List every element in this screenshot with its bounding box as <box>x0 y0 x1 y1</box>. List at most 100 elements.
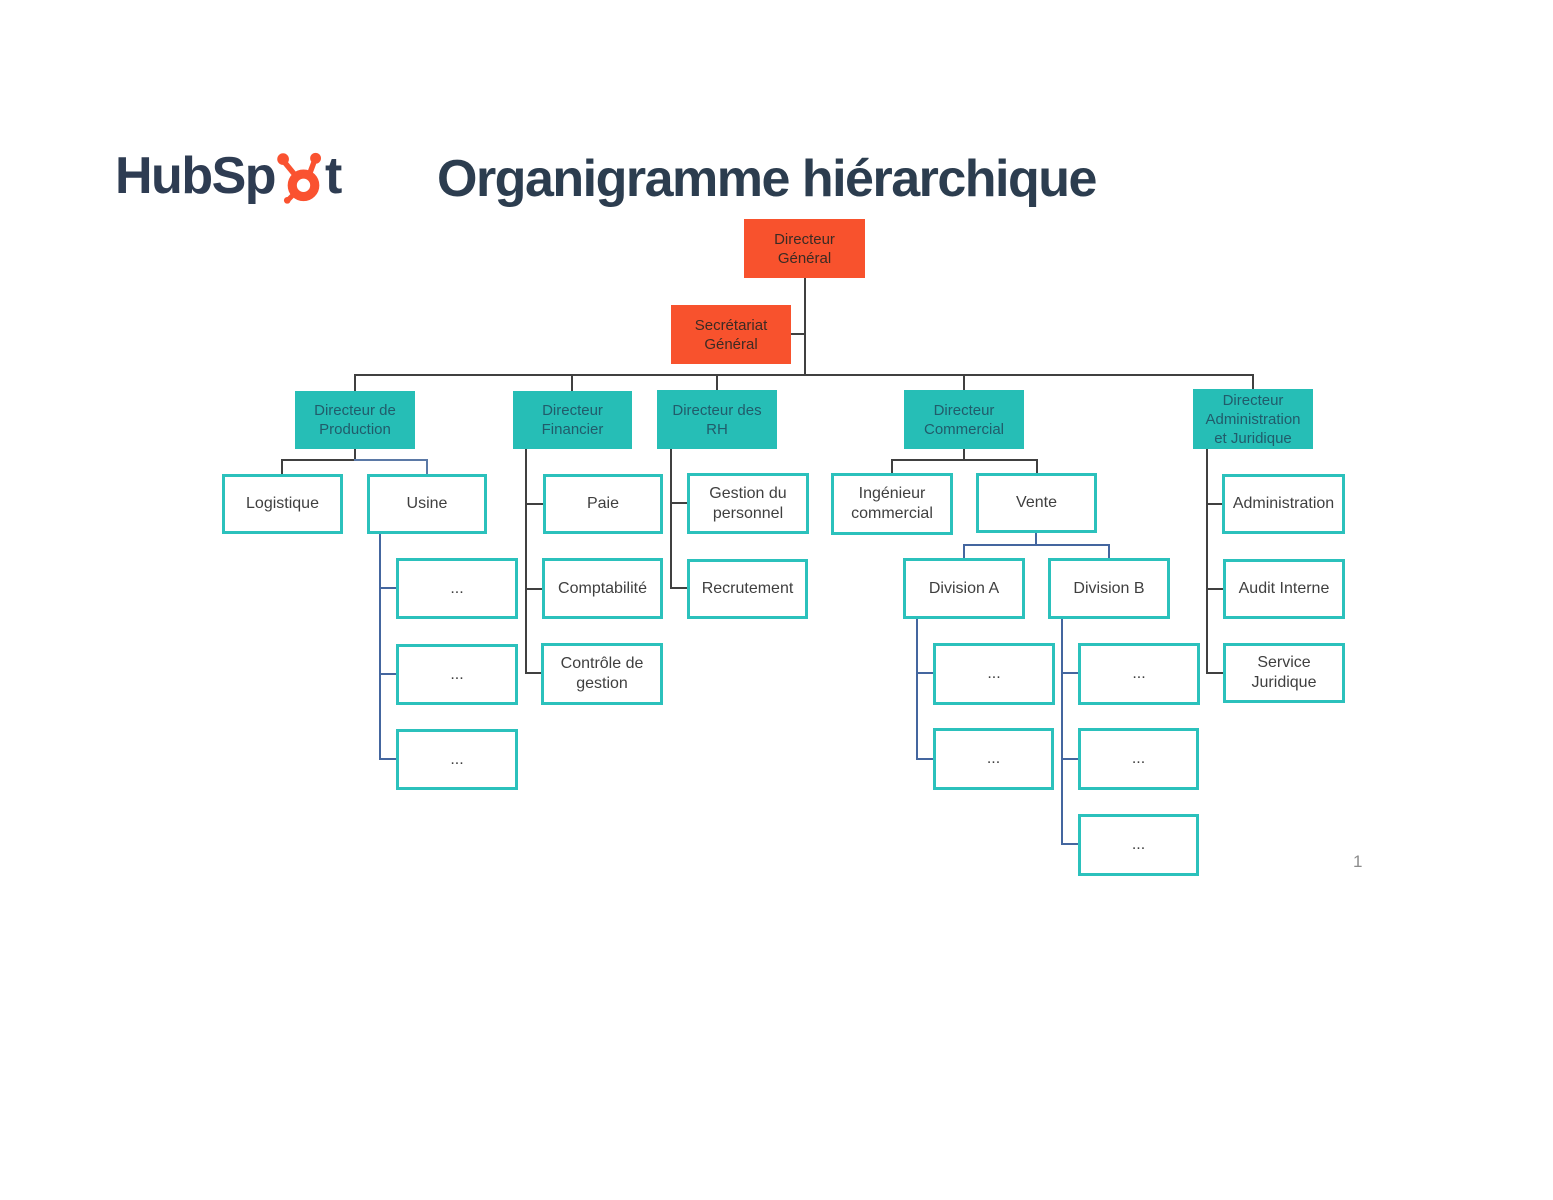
node-label: Contrôle de gestion <box>560 655 644 692</box>
node-usine: Usine <box>367 474 487 534</box>
node-division-b-child-1: ... <box>1078 643 1200 705</box>
node-division-b-child-3: ... <box>1078 814 1199 876</box>
connector-usine-trunk <box>379 534 381 760</box>
connector-drop-logistique <box>281 459 283 474</box>
connector-dg-trunk <box>804 278 806 376</box>
node-label: Comptabilité <box>558 579 647 597</box>
node-label: ... <box>987 665 1001 682</box>
connector-vente-trunk <box>1035 533 1037 546</box>
node-label: Division B <box>1073 579 1145 597</box>
node-label: Vente <box>1016 494 1057 511</box>
node-label: Recrutement <box>701 580 794 597</box>
node-division-a-child-1: ... <box>933 643 1055 705</box>
node-label: Directeur de Production <box>314 402 396 438</box>
node-label: Audit Interne <box>1238 580 1330 597</box>
connector-drop-division-a <box>963 544 965 558</box>
node-directeur-rh: Directeur des RH <box>657 390 777 449</box>
node-directeur-financier: Directeur Financier <box>513 391 632 449</box>
connector-stub-div-a-1 <box>916 672 933 674</box>
logo-text-suffix: t <box>325 147 342 205</box>
node-label: ... <box>450 665 464 683</box>
node-label: Service Juridique <box>1251 654 1317 691</box>
node-label: Paie <box>586 495 620 512</box>
node-usine-child-3: ... <box>396 729 518 790</box>
connector-admin-trunk <box>1206 449 1208 674</box>
connector-production-trunk <box>354 449 356 461</box>
connector-level1-bus <box>354 374 1254 376</box>
page-title: Organigramme hiérarchique <box>437 150 1097 208</box>
logo-text-prefix: HubSp <box>115 147 277 205</box>
node-label: Division A <box>928 579 1000 597</box>
node-vente: Vente <box>976 473 1097 533</box>
connector-financier-trunk <box>525 449 527 674</box>
connector-commercial-bus <box>891 459 1038 461</box>
connector-stub-audit <box>1206 588 1223 590</box>
hubspot-logo: HubSp t <box>115 146 342 212</box>
connector-stub-usine-1 <box>379 587 396 589</box>
node-service-juridique: Service Juridique <box>1223 643 1345 703</box>
node-usine-child-2: ... <box>396 644 518 705</box>
node-label: ... <box>450 750 464 768</box>
node-division-a-child-2: ... <box>933 728 1054 790</box>
node-directeur-commercial: Directeur Commercial <box>904 390 1024 449</box>
connector-stub-usine-2 <box>379 673 396 675</box>
connector-drop-division-b <box>1108 544 1110 558</box>
node-label: Directeur Général <box>774 230 835 267</box>
node-directeur-admin-juridique: Directeur Administration et Juridique <box>1193 389 1313 449</box>
connector-division-a-trunk <box>916 619 918 760</box>
connector-stub-div-b-2 <box>1061 758 1078 760</box>
node-label: Usine <box>406 495 448 512</box>
node-label: ... <box>1131 750 1146 767</box>
connector-stub-gestion <box>670 502 687 504</box>
node-division-a: Division A <box>903 558 1025 619</box>
node-label: Ingénieur commercial <box>851 485 933 522</box>
node-label: ... <box>1131 836 1146 853</box>
connector-stub-paie <box>525 503 543 505</box>
connector-drop-commercial <box>963 374 965 390</box>
node-label: Logistique <box>246 495 319 512</box>
connector-stub-div-b-3 <box>1061 843 1078 845</box>
connector-stub-div-b-1 <box>1061 672 1078 674</box>
node-division-b-child-2: ... <box>1078 728 1199 790</box>
node-ingenieur-commercial: Ingénieur commercial <box>831 473 953 535</box>
connector-production-bus-left <box>281 459 356 461</box>
connector-sg-stub <box>791 333 805 335</box>
node-directeur-general: Directeur Général <box>744 219 865 278</box>
node-paie: Paie <box>543 474 663 534</box>
node-controle-gestion: Contrôle de gestion <box>541 643 663 705</box>
connector-vente-bus <box>963 544 1110 546</box>
connector-commercial-trunk <box>963 449 965 461</box>
connector-stub-usine-3 <box>379 758 396 760</box>
connector-drop-rh <box>716 374 718 390</box>
page-number: 1 <box>1353 852 1363 871</box>
connector-stub-div-a-2 <box>916 758 933 760</box>
connector-drop-financier <box>571 374 573 391</box>
node-comptabilite: Comptabilité <box>542 558 663 619</box>
node-recrutement: Recrutement <box>687 559 808 619</box>
node-audit-interne: Audit Interne <box>1223 559 1345 619</box>
connector-rh-trunk <box>670 449 672 589</box>
node-administration: Administration <box>1222 474 1345 534</box>
node-usine-child-1: ... <box>396 558 518 619</box>
node-label: ... <box>986 750 1001 767</box>
node-secretariat-general: Secrétariat Général <box>671 305 791 364</box>
node-label: ... <box>1132 665 1146 682</box>
connector-stub-controle <box>525 672 541 674</box>
connector-drop-usine <box>426 459 428 474</box>
connector-stub-recrutement <box>670 587 687 589</box>
connector-production-bus-right <box>354 459 428 461</box>
node-label: Directeur des RH <box>672 401 762 438</box>
node-label: Directeur Commercial <box>923 401 1004 438</box>
connector-stub-administration <box>1206 503 1222 505</box>
connector-drop-admin <box>1252 374 1254 389</box>
connector-stub-comptabilite <box>525 588 542 590</box>
node-division-b: Division B <box>1048 558 1170 619</box>
connector-drop-vente <box>1036 459 1038 473</box>
node-label: Administration <box>1232 495 1335 512</box>
node-directeur-production: Directeur de Production <box>295 391 415 449</box>
connector-drop-ingenieur <box>891 459 893 473</box>
connector-division-b-trunk <box>1061 619 1063 845</box>
connector-drop-production <box>354 374 356 391</box>
node-label: Secrétariat Général <box>694 316 768 353</box>
